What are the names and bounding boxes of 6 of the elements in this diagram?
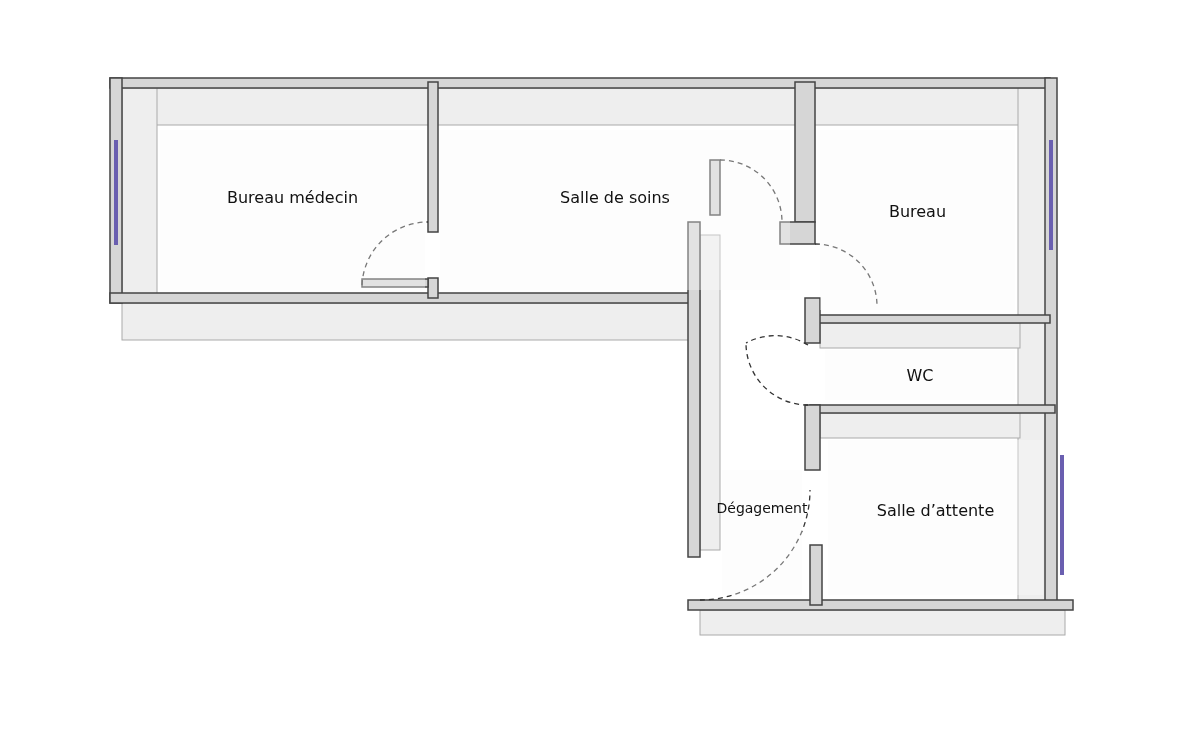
- room-label: Dégagement: [716, 499, 808, 516]
- room-label: Bureau médecin: [227, 187, 358, 207]
- room-label: Salle d’attente: [876, 500, 995, 520]
- room-label: Bureau: [888, 201, 947, 221]
- room-label: Salle de soins: [560, 187, 670, 207]
- room-label: WC: [906, 365, 934, 385]
